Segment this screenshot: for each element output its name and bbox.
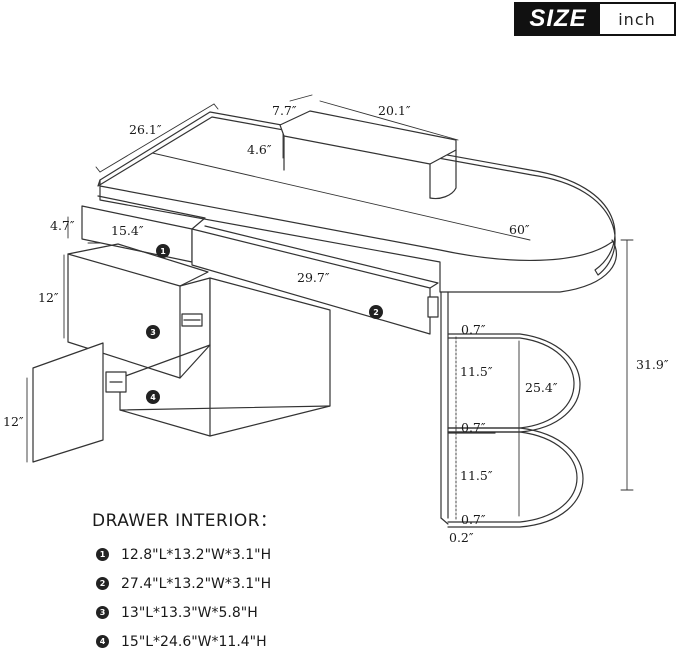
drawer-interior-item: 2 27.4"L*13.2"W*3.1"H [96, 569, 271, 598]
dim-desk-width: 60″ [509, 222, 530, 237]
callout-badge-1: 1 [156, 244, 170, 258]
dim-door-height: 12″ [3, 414, 24, 429]
desk-dimension-diagram: SIZE inch [3, 2, 676, 650]
dim-shelf-thickness-mid: 0.7″ [461, 420, 486, 435]
monitor-stand [279, 110, 457, 200]
dim-shelf-thickness-top: 0.7″ [461, 322, 486, 337]
size-unit-badge: SIZE inch [514, 2, 676, 36]
dim-shelf-thickness-bottom: 0.7″ [461, 512, 486, 527]
drawer-interior-item: 4 15"L*24.6"W*11.4"H [96, 627, 271, 656]
drawer-interior-dimensions: 27.4"L*13.2"W*3.1"H [121, 575, 272, 592]
cabinet-door [32, 342, 127, 463]
callout-badge-2: 2 [369, 305, 383, 319]
dim-base-thickness: 0.2″ [449, 530, 474, 545]
drawer-interior-dimensions: 13"L*13.3"W*5.8"H [121, 604, 258, 621]
callout-badge-3: 3 [146, 325, 160, 339]
dim-drawer1-width: 15.4″ [111, 223, 144, 238]
drawer-number-badge: 3 [96, 606, 109, 619]
drawer-interior-item: 3 13"L*13.3"W*5.8"H [96, 598, 271, 627]
dim-total-height: 31.9″ [636, 357, 669, 372]
drawer-interior-item: 1 12.8"L*13.2"W*3.1"H [96, 540, 271, 569]
drawer-interior-title: DRAWER INTERIOR： [92, 511, 278, 531]
cabinet-body [119, 277, 331, 437]
dim-monitor-width: 20.1″ [378, 103, 411, 118]
drawer-interior-dimensions: 15"L*24.6"W*11.4"H [121, 633, 267, 650]
dim-shelf-gap-bottom: 11.5″ [460, 468, 493, 483]
desk-top [97, 111, 617, 293]
round-shelves [440, 291, 584, 528]
dim-desk-depth: 26.1″ [129, 122, 162, 137]
callout-badge-4: 4 [146, 390, 160, 404]
dim-drawer3-height: 12″ [38, 290, 59, 305]
drawer-interior-list: 1 12.8"L*13.2"W*3.1"H 2 27.4"L*13.2"W*3.… [96, 540, 271, 656]
drawer-number-badge: 1 [96, 548, 109, 561]
drawer-interior-dimensions: 12.8"L*13.2"W*3.1"H [121, 546, 272, 563]
dim-drawer2-width: 29.7″ [297, 270, 330, 285]
dim-drawer1-height: 4.7″ [50, 218, 75, 233]
dim-monitor-height: 4.6″ [247, 142, 272, 157]
dim-monitor-depth: 7.7″ [272, 103, 297, 118]
dim-shelf-gap-top: 11.5″ [460, 364, 493, 379]
dim-shelf-span: 25.4″ [525, 380, 558, 395]
drawer-number-badge: 2 [96, 577, 109, 590]
size-label: SIZE [516, 4, 600, 34]
drawer-number-badge: 4 [96, 635, 109, 648]
unit-label: inch [618, 9, 656, 29]
